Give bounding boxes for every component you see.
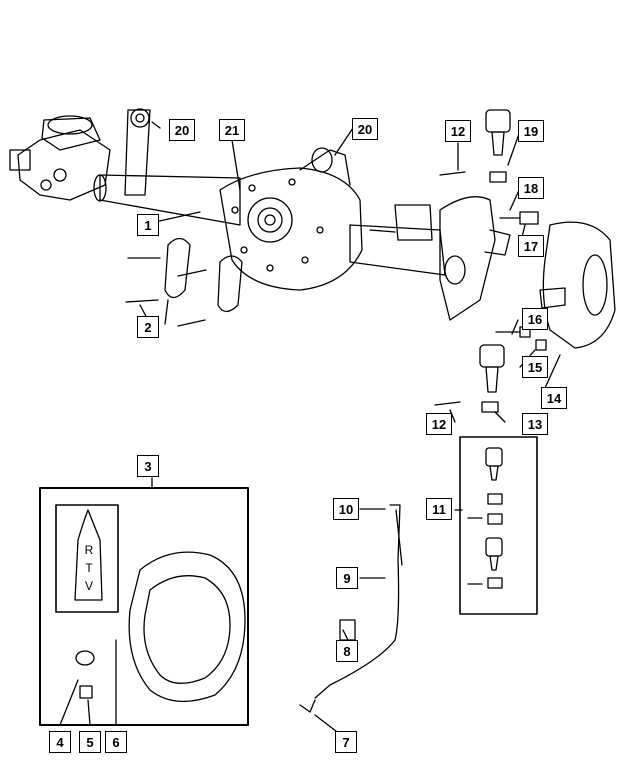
callout-6: 6	[105, 731, 127, 753]
callout-18: 18	[518, 177, 544, 199]
steering-knuckle	[539, 221, 616, 349]
callout-1: 1	[137, 214, 159, 236]
callout-21: 21	[219, 119, 245, 141]
right-knuckle-mount	[439, 196, 511, 321]
left-axle-bracket	[9, 115, 111, 201]
lower-ball-joint	[434, 344, 505, 413]
callout-20-right: 20	[352, 118, 378, 140]
callout-9: 9	[336, 567, 358, 589]
upper-ball-joint	[439, 109, 511, 183]
callout-3: 3	[137, 455, 159, 477]
fill-plug	[75, 650, 95, 699]
callout-15: 15	[522, 356, 548, 378]
rtv-inset	[55, 504, 119, 613]
callout-7: 7	[335, 731, 357, 753]
callout-8: 8	[336, 640, 358, 662]
rtv-letter-t: T	[85, 561, 93, 575]
callout-19: 19	[518, 120, 544, 142]
callout-14: 14	[541, 387, 567, 409]
fastener-bolts	[495, 211, 547, 351]
axle-tube-right	[349, 204, 446, 276]
ball-joint-kit-box	[459, 436, 538, 615]
callout-5: 5	[79, 731, 101, 753]
callout-10: 10	[333, 498, 359, 520]
callout-12-bottom: 12	[426, 413, 452, 435]
callout-16: 16	[522, 308, 548, 330]
rtv-tube	[74, 509, 103, 601]
callout-4: 4	[49, 731, 71, 753]
upper-link-arm	[124, 108, 151, 196]
ball-joint-kit-parts	[467, 447, 503, 589]
axle-tube-left	[93, 174, 241, 226]
callout-12-top: 12	[445, 120, 471, 142]
rtv-letter-v: V	[84, 579, 93, 593]
differential-cover	[128, 551, 246, 703]
callout-17: 17	[518, 235, 544, 257]
kit-box	[39, 487, 249, 726]
callout-11: 11	[426, 498, 452, 520]
rtv-letter-r: R	[84, 543, 94, 557]
callout-20-left: 20	[169, 119, 195, 141]
bearing-caps	[125, 237, 243, 327]
callout-2: 2	[137, 316, 159, 338]
vent-tube	[299, 504, 403, 713]
callout-13: 13	[522, 413, 548, 435]
